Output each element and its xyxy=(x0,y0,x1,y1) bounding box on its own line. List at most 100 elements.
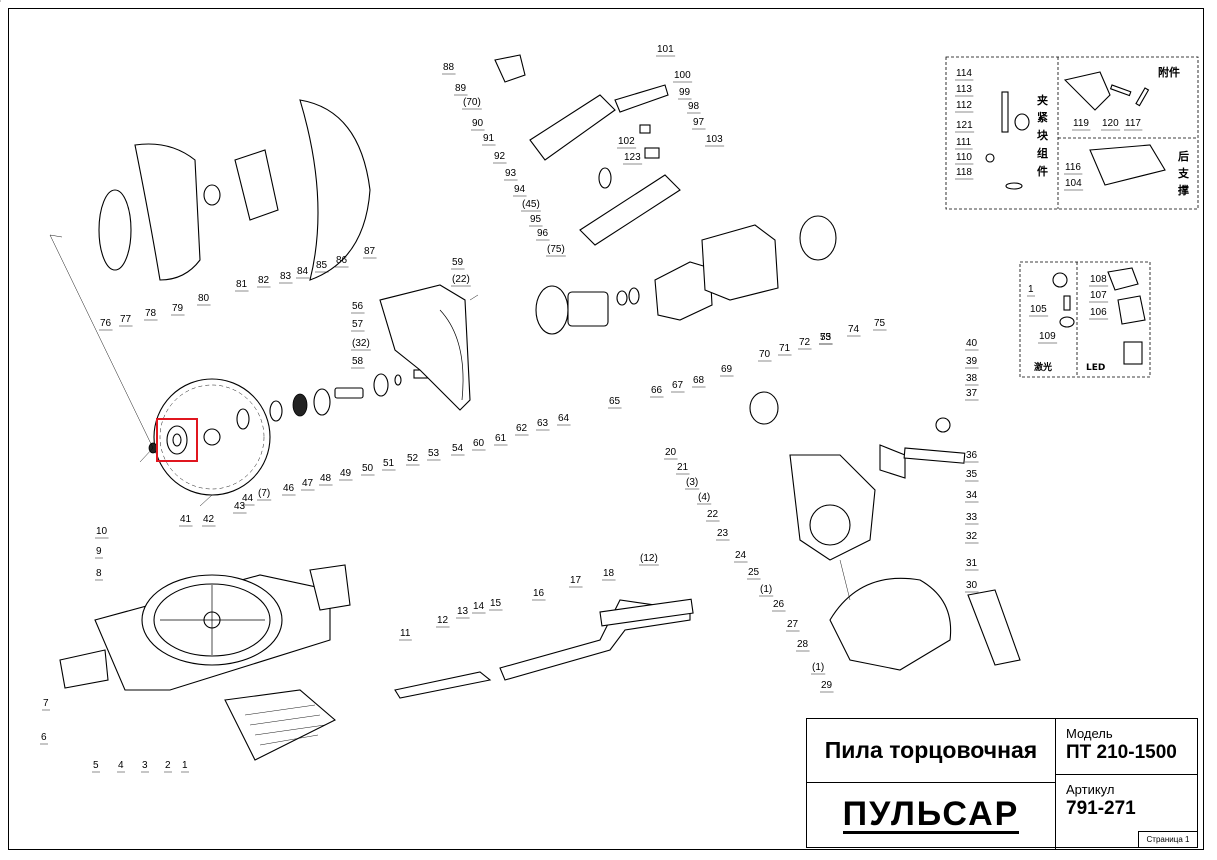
callout-65: 65 xyxy=(609,396,621,407)
page-number: Страница 1 xyxy=(1138,831,1197,847)
upper-blade-guard xyxy=(379,284,471,411)
product-name: Пила торцовочная xyxy=(807,719,1056,783)
svg-text:件: 件 xyxy=(1037,164,1048,178)
callout-4: 4 xyxy=(118,760,124,771)
svg-text:块: 块 xyxy=(1037,128,1049,142)
callout-38: 38 xyxy=(966,373,978,384)
callout-54: 54 xyxy=(452,443,464,454)
callout-86: 87 xyxy=(364,246,376,257)
callout-52: 52 xyxy=(407,453,419,464)
callout-109: 108 xyxy=(1090,274,1107,285)
callout-84: 85 xyxy=(316,260,328,271)
callout-57: (32) xyxy=(352,338,370,349)
callout-69: 69 xyxy=(721,364,733,375)
callout-102: 123 xyxy=(624,152,641,163)
callout-16: 16 xyxy=(533,588,545,599)
drawing-frame xyxy=(8,8,1204,850)
callout-6: 6 xyxy=(41,732,47,743)
callout-10: 10 xyxy=(96,526,108,537)
motor-stator xyxy=(654,215,837,321)
callout-1d: 105 xyxy=(1030,304,1047,315)
callout-61: 61 xyxy=(495,433,507,444)
callout-42: 42 xyxy=(203,514,215,525)
svg-text:夹: 夹 xyxy=(1037,93,1048,107)
callout-107: 106 xyxy=(1090,307,1107,318)
callout-59: (22) xyxy=(452,274,470,285)
svg-text:后: 后 xyxy=(1178,149,1189,163)
callout-111: 110 xyxy=(956,152,972,163)
model-label: Модель xyxy=(1066,726,1113,741)
lower-blade-guard xyxy=(829,577,1021,671)
callout-91: 92 xyxy=(494,151,506,162)
callout-95: 96 xyxy=(537,228,549,239)
miter-fence xyxy=(394,598,694,699)
callout-1c: (1) xyxy=(812,662,824,673)
callout-77: 78 xyxy=(145,308,157,319)
model-cell: Модель ПТ 210-1500 xyxy=(1056,719,1197,775)
callout-3: 3 xyxy=(142,760,148,771)
callout-120: 117 xyxy=(1125,118,1141,129)
callout-28: 28 xyxy=(797,639,809,650)
callout-112: 121 xyxy=(956,120,973,131)
callout-12b: (12) xyxy=(640,553,658,564)
callout-94: (45) xyxy=(522,199,540,210)
callout-labels: 1 2 3 4 5 6 7 8 9 10 11 12 13 14 15 16 1… xyxy=(0,0,1143,773)
callout-88: 89 xyxy=(455,83,467,94)
callout-1b: (1) xyxy=(760,584,772,595)
callout-leader-lines xyxy=(49,234,851,601)
callout-92: 93 xyxy=(505,168,517,179)
callout-51: 51 xyxy=(383,458,395,469)
bevel-arm xyxy=(749,391,966,561)
callout-46: 46 xyxy=(283,483,295,494)
article-label: Артикул xyxy=(1066,782,1115,797)
callout-40: 40 xyxy=(966,338,978,349)
callout-73: 73 xyxy=(820,332,832,343)
accessories-label: 附件 xyxy=(1158,65,1180,79)
callout-41: 41 xyxy=(180,514,192,525)
callout-70: 70 xyxy=(759,349,771,360)
callout-32b: 58 xyxy=(352,356,364,367)
callout-9: 9 xyxy=(96,546,102,557)
callout-98: 97 xyxy=(693,117,705,128)
callout-104: 1 xyxy=(1028,284,1034,295)
brand-logo: ПУЛЬСАР xyxy=(807,782,1056,849)
callout-24: 24 xyxy=(735,550,747,561)
callout-123: 114 xyxy=(956,68,972,79)
callout-113: 112 xyxy=(956,100,972,111)
svg-text:撑: 撑 xyxy=(1178,183,1189,197)
callout-99: 98 xyxy=(688,101,700,112)
callout-12: 12 xyxy=(437,615,449,626)
callout-116: 104 xyxy=(1065,178,1082,189)
callout-81: 82 xyxy=(258,275,270,286)
callout-14: 14 xyxy=(473,601,485,612)
title-block: Пила торцовочная ПУЛЬСАР Модель ПТ 210-1… xyxy=(806,718,1198,849)
callout-5: 5 xyxy=(93,760,99,771)
callout-82: 83 xyxy=(280,271,292,282)
callout-47: 47 xyxy=(302,478,314,489)
callout-32: 32 xyxy=(966,531,978,542)
callout-8: 8 xyxy=(96,568,102,579)
callout-23: 23 xyxy=(717,528,729,539)
callout-39: 39 xyxy=(966,356,978,367)
callout-87: 88 xyxy=(443,62,455,73)
callout-118: 119 xyxy=(1073,118,1089,129)
motor-armature xyxy=(535,285,640,335)
led-label: LED xyxy=(1086,363,1105,373)
callout-67: 67 xyxy=(672,380,684,391)
callout-37: 37 xyxy=(966,388,978,399)
callout-89: (70) xyxy=(463,97,481,108)
callout-33: 33 xyxy=(966,512,978,523)
callout-105: 109 xyxy=(1039,331,1056,342)
callout-83: 84 xyxy=(297,266,309,277)
callout-75b: 101 xyxy=(657,44,674,55)
blade-flange-washer xyxy=(148,425,188,455)
callout-117: 116 xyxy=(1065,162,1081,173)
callout-74: 74 xyxy=(848,324,860,335)
callout-36: 36 xyxy=(966,450,978,461)
callout-68: 68 xyxy=(693,375,705,386)
callout-22: 22 xyxy=(707,509,719,520)
callout-76: 77 xyxy=(120,314,132,325)
callout-64: 64 xyxy=(558,413,570,424)
callout-56: 57 xyxy=(352,319,364,330)
